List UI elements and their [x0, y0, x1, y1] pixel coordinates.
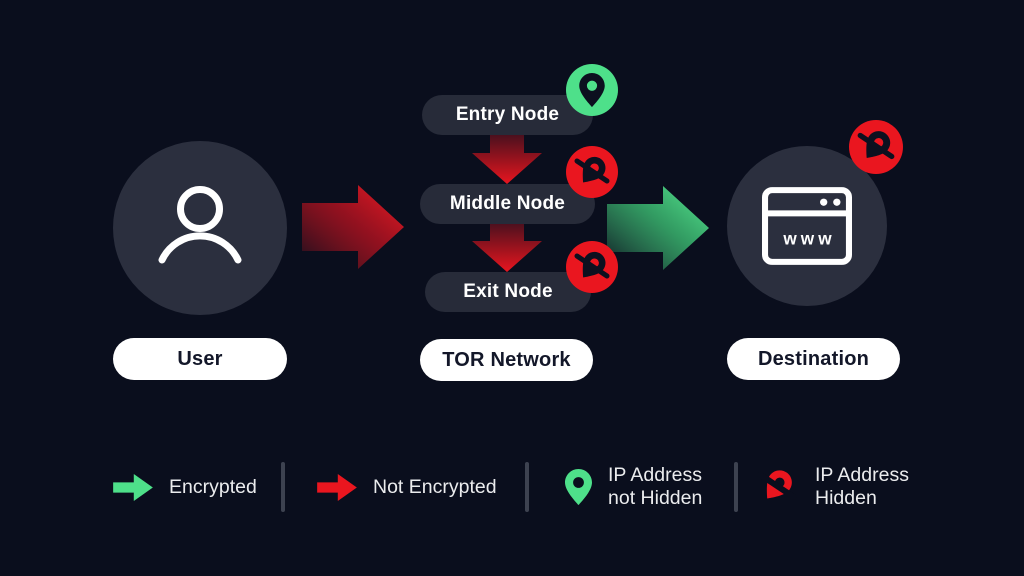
destination-circle: www — [727, 146, 887, 306]
not-encrypted-arrow-middle-to-exit — [472, 214, 542, 272]
legend-label: IP Address Hidden — [815, 464, 909, 510]
entry-node-label: Entry Node — [455, 104, 560, 125]
tor-network-label: TOR Network — [442, 348, 571, 371]
legend-item-not-encrypted: Not Encrypted — [317, 461, 497, 513]
ip-visible-badge-entry — [566, 64, 618, 116]
location-pin-icon — [579, 73, 605, 107]
browser-www-text: www — [782, 229, 835, 249]
ip-hidden-badge-middle — [566, 146, 618, 198]
location-off-icon — [574, 156, 610, 184]
legend-item-encrypted: Encrypted — [113, 461, 257, 513]
location-off-icon — [857, 131, 895, 160]
legend-text-line: Not Encrypted — [373, 475, 497, 498]
user-circle — [113, 141, 287, 315]
middle-node-pill: Middle Node — [420, 184, 595, 224]
exit-node-pill: Exit Node — [425, 272, 591, 312]
user-label-pill: User — [113, 338, 287, 380]
legend-label: Not Encrypted — [373, 476, 497, 499]
middle-node-label: Middle Node — [449, 193, 566, 214]
browser-window-icon: www — [762, 187, 852, 265]
tor-network-label-pill: TOR Network — [420, 339, 593, 381]
ip-hidden-badge-destination — [849, 120, 903, 174]
ip-visible-pin-icon — [565, 469, 592, 505]
legend-text-line: Hidden — [815, 487, 877, 509]
legend-text-line: IP Address — [608, 464, 702, 486]
legend-text-line: IP Address — [815, 464, 909, 486]
not-encrypted-arrow-user-to-tor — [302, 185, 404, 269]
legend-divider — [734, 462, 738, 512]
legend-divider — [281, 462, 285, 512]
legend-text-line: not Hidden — [608, 487, 703, 509]
ip-hidden-pin-icon — [757, 470, 797, 500]
ip-hidden-badge-exit — [566, 241, 618, 293]
legend-text-line: Encrypted — [169, 475, 257, 498]
destination-label-pill: Destination — [727, 338, 900, 380]
encrypted-arrow-tor-to-destination — [607, 186, 709, 270]
not-encrypted-arrow-icon — [317, 473, 357, 501]
legend-label: IP Address not Hidden — [608, 464, 702, 510]
user-label: User — [177, 347, 223, 370]
encrypted-arrow-icon — [113, 473, 153, 501]
legend-item-ip-not-hidden: IP Address not Hidden — [565, 461, 702, 513]
not-encrypted-arrow-entry-to-middle — [472, 126, 542, 184]
destination-label: Destination — [757, 347, 870, 370]
legend-divider — [525, 462, 529, 512]
location-off-icon — [574, 251, 610, 279]
legend-label: Encrypted — [169, 476, 257, 499]
entry-node-pill: Entry Node — [422, 95, 593, 135]
legend-item-ip-hidden: IP Address Hidden — [755, 461, 909, 513]
user-icon — [158, 186, 242, 264]
exit-node-label: Exit Node — [463, 281, 553, 302]
